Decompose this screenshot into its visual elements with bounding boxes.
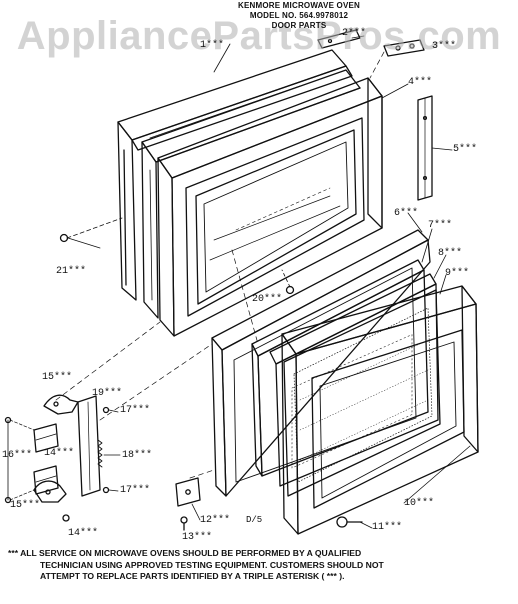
latch-lever-part-15-upper — [43, 394, 79, 415]
callout-12: 12*** — [200, 515, 231, 526]
footnote-line-3: ATTEMPT TO REPLACE PARTS IDENTIFIED BY A… — [40, 571, 345, 581]
latch-bracket-part-19 — [77, 395, 101, 497]
latch-screw-part-13 — [180, 516, 188, 531]
door-shield-part-7 — [251, 259, 429, 477]
hinge-bracket-part-3 — [383, 39, 425, 57]
diagram-title-line-2: MODEL NO. 564.9978012 — [249, 11, 349, 20]
screw-part-17-upper — [102, 406, 110, 414]
interlock-switch-part-14-lower — [33, 465, 59, 495]
footnote-line-2: TECHNICIAN USING APPROVED TESTING EQUIPM… — [40, 559, 384, 570]
interlock-switch-part-14-upper — [33, 423, 59, 453]
diagram-title-line-1: KENMORE MICROWAVE OVEN — [237, 1, 361, 10]
callout-15-upper: 15*** — [42, 372, 73, 383]
assembly-guide-lines — [55, 51, 385, 479]
callout-10: 10*** — [404, 498, 435, 509]
screw-part-20 — [281, 269, 295, 295]
callout-21: 21*** — [56, 266, 87, 277]
callout-14-upper: 14*** — [44, 448, 75, 459]
callout-18: 18*** — [122, 450, 153, 461]
watermark-logo-text: AppliancePartsPros.com — [16, 14, 502, 58]
callout-5: 5*** — [453, 144, 478, 155]
footnote: *** ALL SERVICE ON MICROWAVE OVENS SHOUL… — [8, 548, 512, 583]
screw-part-11 — [336, 516, 363, 528]
callout-15-lower: 15*** — [10, 500, 41, 511]
spring-part-18 — [97, 439, 103, 468]
callout-6: 6*** — [394, 208, 419, 219]
screw-part-17-lower — [102, 486, 110, 494]
middle-door-panel — [141, 69, 361, 319]
callout-4: 4*** — [408, 77, 433, 88]
callout-13: 13*** — [182, 532, 213, 543]
screw-part-21 — [59, 217, 123, 243]
door-panel-part-6 — [211, 229, 431, 497]
callout-16: 16*** — [2, 450, 33, 461]
callout-11: 11*** — [372, 522, 403, 533]
callout-17-lower: 17*** — [120, 485, 151, 496]
callout-7: 7*** — [428, 220, 453, 231]
callout-9: 9*** — [445, 268, 470, 279]
callout-8: 8*** — [438, 248, 463, 259]
latch-spring-part-12 — [175, 477, 201, 507]
inner-door-frame-part-4 — [157, 77, 383, 337]
door-frame-part-10 — [281, 285, 479, 535]
callout-leader-lines — [67, 35, 471, 529]
callout-1: 1*** — [200, 40, 225, 51]
outer-door-frame-part-1 — [117, 49, 353, 301]
choke-cover-part-8 — [269, 273, 439, 487]
screw-part-14-bottom — [62, 514, 70, 522]
callout-2: 2*** — [342, 28, 367, 39]
callout-17-upper: 17*** — [120, 405, 151, 416]
callout-19: 19*** — [92, 388, 123, 399]
door-seal-strip-part-5 — [417, 95, 433, 201]
diagram-code: D/5 — [246, 515, 263, 525]
callout-14-lower: 14*** — [68, 528, 99, 539]
callout-20: 20*** — [252, 294, 283, 305]
latch-lever-part-15-lower — [33, 480, 67, 503]
diagram-title-line-3: DOOR PARTS — [271, 21, 327, 30]
callout-3: 3*** — [432, 41, 457, 52]
footnote-line-1: *** ALL SERVICE ON MICROWAVE OVENS SHOUL… — [8, 548, 362, 558]
hinge-plate-part-2 — [317, 29, 361, 49]
screw-part-16 — [4, 416, 35, 504]
